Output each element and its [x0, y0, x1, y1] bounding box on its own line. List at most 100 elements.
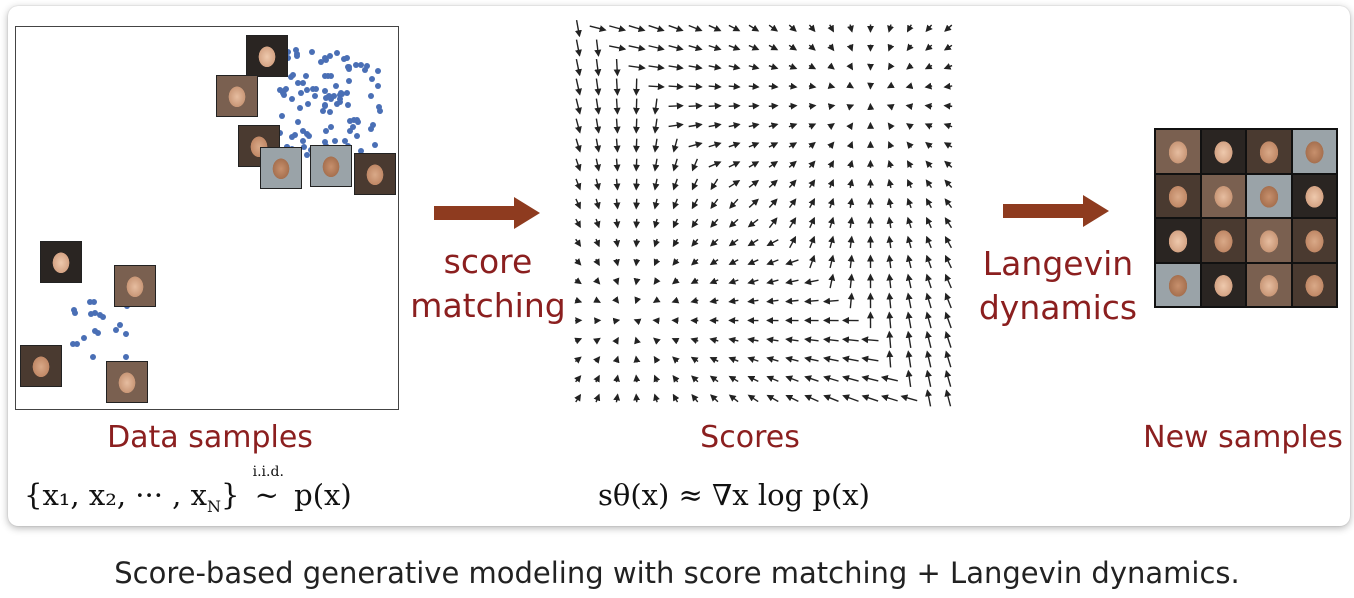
sample-image — [1201, 263, 1245, 306]
score-arrow — [768, 43, 779, 51]
score-arrow — [925, 273, 932, 289]
score-arrow — [653, 393, 660, 403]
right-arrow-icon — [1003, 195, 1109, 227]
score-arrow — [905, 103, 914, 111]
score-arrow — [593, 337, 601, 345]
data-point — [91, 310, 98, 317]
data-point — [123, 331, 130, 338]
score-arrow — [710, 394, 719, 403]
score-arrow — [804, 394, 819, 402]
sample-image — [1292, 130, 1336, 173]
score-arrow — [808, 24, 816, 33]
score-arrow — [728, 258, 739, 265]
sample-image — [1247, 219, 1291, 262]
data-point — [322, 95, 329, 102]
score-arrow — [653, 277, 661, 285]
score-arrow — [594, 178, 601, 191]
sample-image — [1201, 174, 1245, 217]
score-arrow — [804, 297, 819, 305]
score-arrow — [652, 158, 660, 172]
score-arrow — [609, 25, 627, 33]
sample-image — [1156, 130, 1200, 173]
score-arrow — [768, 24, 779, 32]
face-image — [216, 75, 258, 117]
score-arrow — [710, 178, 719, 191]
score-arrow — [943, 102, 953, 110]
score-arrow — [613, 374, 620, 383]
score-arrow — [828, 254, 836, 269]
score-arrow — [668, 44, 684, 52]
data-point — [327, 108, 333, 115]
score-arrow — [766, 394, 779, 403]
data-point — [303, 152, 310, 159]
score-arrow — [653, 337, 661, 345]
score-arrow — [672, 258, 680, 266]
score-arrow — [574, 158, 582, 172]
score-arrow — [747, 297, 759, 305]
score-arrow — [841, 336, 859, 344]
score-arrow — [747, 218, 759, 228]
formula-part: } — [220, 478, 240, 512]
data-point — [321, 101, 328, 108]
data-point — [322, 128, 329, 135]
score-arrow — [944, 217, 953, 229]
data-point — [321, 139, 328, 146]
score-arrow — [708, 161, 722, 168]
data-point — [321, 55, 328, 62]
formula-superscript: i.i.d. — [252, 464, 284, 480]
score-arrow — [766, 258, 779, 266]
score-arrow — [924, 102, 933, 110]
score-arrow — [886, 235, 894, 249]
score-arrow — [747, 375, 759, 383]
data-point — [325, 92, 332, 99]
score-arrow — [612, 317, 621, 325]
score-arrow — [788, 179, 797, 188]
score-arrow — [672, 356, 680, 364]
face-image — [40, 241, 82, 283]
face-image — [260, 147, 302, 189]
score-arrow — [748, 141, 760, 149]
score-arrow — [808, 102, 817, 110]
data-point — [95, 330, 102, 337]
data-point — [122, 353, 129, 360]
score-arrow — [886, 178, 894, 189]
data-point — [375, 103, 382, 110]
score-arrow — [847, 292, 855, 309]
score-arrow — [828, 273, 836, 289]
new-samples-grid — [1154, 128, 1338, 308]
score-arrow — [808, 160, 816, 169]
score-arrow — [612, 277, 620, 286]
score-arrow — [671, 338, 680, 345]
score-arrow — [574, 277, 582, 285]
score-arrow — [925, 24, 933, 33]
formula-subscript: N — [206, 496, 221, 516]
score-arrow — [574, 178, 582, 191]
score-arrow — [846, 122, 854, 131]
sample-image — [1247, 174, 1291, 217]
score-arrow — [633, 178, 641, 191]
score-arrow — [653, 238, 660, 248]
data-point — [304, 131, 311, 138]
data-point — [300, 128, 307, 135]
score-arrow — [905, 369, 913, 388]
data-point — [368, 92, 375, 99]
score-arrow — [808, 254, 816, 269]
data-point — [100, 313, 107, 320]
face-image — [246, 35, 288, 77]
score-arrow — [766, 356, 779, 363]
data-point — [357, 147, 364, 154]
score-arrow — [827, 24, 834, 33]
data-point — [288, 95, 295, 102]
score-arrow — [652, 296, 661, 304]
score-arrow — [828, 216, 835, 229]
score-arrow — [728, 161, 741, 168]
score-arrow — [905, 254, 913, 269]
score-arrow — [613, 198, 621, 210]
score-arrow — [688, 141, 703, 149]
sample-image — [1156, 219, 1200, 262]
sample-image — [1156, 263, 1200, 306]
data-point — [309, 86, 316, 93]
score-arrow — [925, 216, 933, 229]
data-point — [299, 79, 306, 86]
score-arrow — [574, 118, 582, 134]
